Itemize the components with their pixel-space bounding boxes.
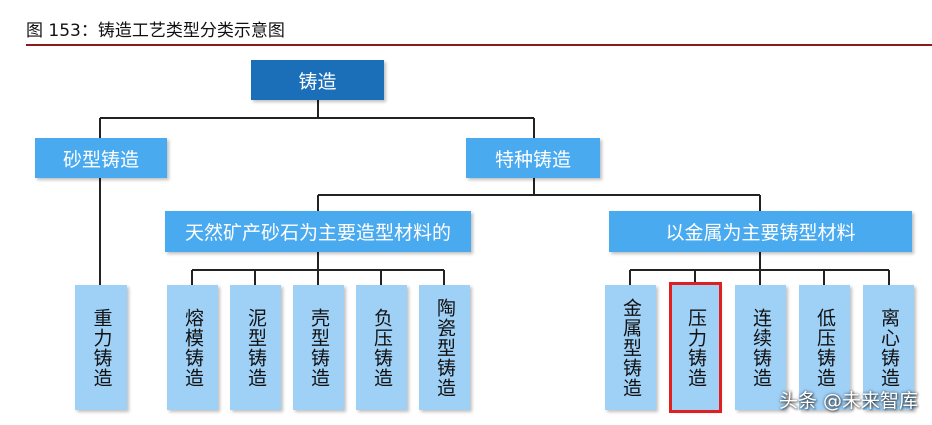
figure-title: 图 153：铸造工艺类型分类示意图	[26, 21, 285, 41]
leaf-low-pressure-casting: 低压铸造	[799, 285, 850, 410]
leaf-investment-casting: 熔模铸造	[167, 285, 218, 410]
leaf-shell-mold-casting: 壳型铸造	[293, 285, 344, 410]
node-special-casting: 特种铸造	[466, 138, 600, 178]
leaf-ceramic-mold-casting: 陶瓷型铸造	[419, 285, 470, 410]
leaf-clay-mold-casting: 泥型铸造	[230, 285, 281, 410]
watermark: 头条 @未来智库	[778, 390, 918, 412]
leaf-vacuum-casting: 负压铸造	[356, 285, 407, 410]
node-casting-root: 铸造	[251, 60, 384, 100]
node-natural-materials: 天然矿产砂石为主要造型材料的	[165, 211, 471, 252]
leaf-permanent-mold-casting: 金属型铸造	[605, 285, 656, 410]
title-divider	[26, 44, 932, 46]
leaf-gravity-casting: 重力铸造	[75, 285, 127, 410]
node-sand-casting: 砂型铸造	[35, 138, 167, 178]
leaf-continuous-casting: 连续铸造	[735, 285, 786, 410]
leaf-die-casting: 压力铸造	[669, 282, 722, 413]
node-metal-materials: 以金属为主要铸型材料	[609, 211, 912, 252]
leaf-centrifugal-casting: 离心铸造	[863, 285, 914, 410]
